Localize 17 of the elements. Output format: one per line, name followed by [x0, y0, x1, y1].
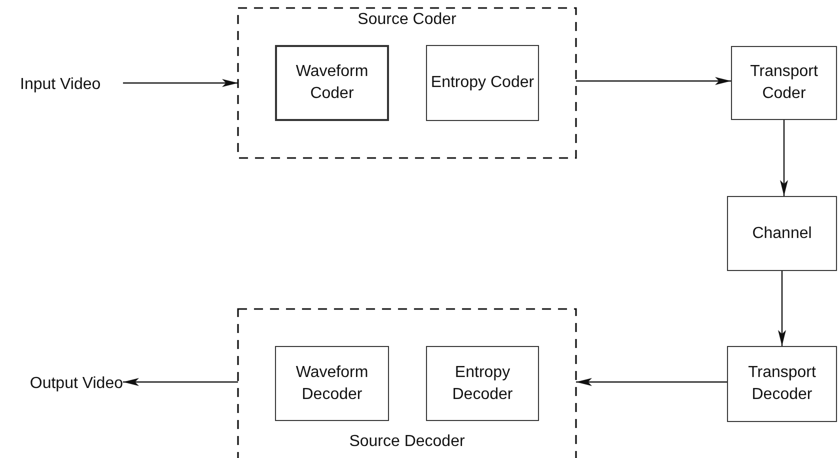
io-label: Output Video — [8, 373, 123, 395]
io-label: Input Video — [20, 74, 123, 96]
arrow — [778, 271, 786, 346]
arrow — [123, 79, 238, 87]
process-box: Entropy Decoder — [426, 346, 539, 421]
process-box: Transport Coder — [731, 46, 837, 120]
process-box: Waveform Coder — [275, 45, 389, 121]
arrow — [123, 378, 238, 386]
arrow — [576, 77, 731, 85]
arrow — [780, 120, 788, 196]
group-title: Source Decoder — [349, 433, 465, 451]
arrow — [576, 378, 727, 386]
process-box: Entropy Coder — [426, 45, 539, 121]
process-box: Channel — [727, 196, 837, 271]
group-title: Source Coder — [358, 11, 456, 29]
process-box: Transport Decoder — [727, 346, 837, 422]
process-box: Waveform Decoder — [275, 346, 389, 421]
